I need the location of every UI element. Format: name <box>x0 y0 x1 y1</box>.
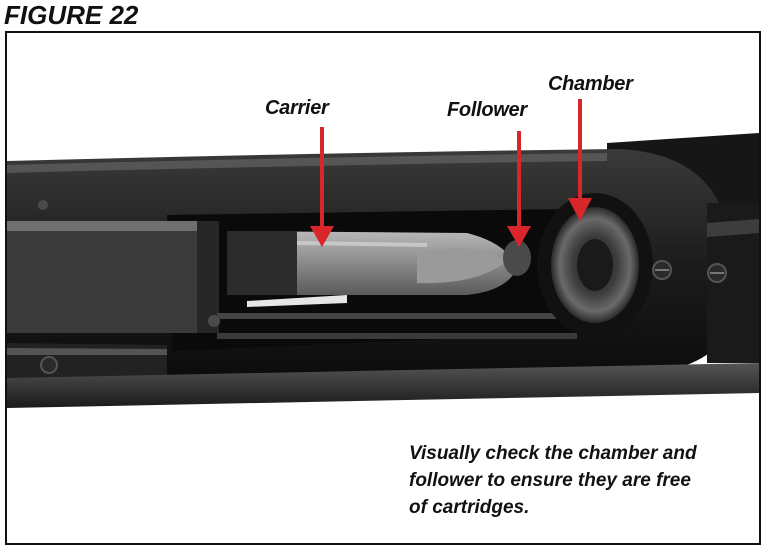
highlight <box>247 295 347 307</box>
arrow-carrier <box>310 127 334 247</box>
instruction-caption: Visually check the chamber and follower … <box>409 440 729 521</box>
callout-follower: Follower <box>447 99 527 121</box>
bottom-rim <box>7 363 759 408</box>
arrow-chamber <box>568 99 592 221</box>
left-tube <box>7 221 217 333</box>
callout-carrier: Carrier <box>265 97 329 119</box>
caption-line-3: of cartridges. <box>409 497 530 518</box>
barrel-right <box>707 203 759 363</box>
callout-arrows <box>310 99 592 247</box>
figure-frame: Carrier Follower Chamber Visually check … <box>5 31 761 545</box>
caption-line-1: Visually check the chamber and <box>409 443 697 464</box>
rifle-receiver-photo <box>7 133 759 408</box>
callout-chamber: Chamber <box>548 73 633 95</box>
arrow-follower <box>507 131 531 247</box>
figure-title: FIGURE 22 <box>4 0 139 30</box>
screw-3 <box>40 356 58 374</box>
follower-part <box>503 240 531 276</box>
caption-line-2: follower to ensure they are free <box>409 470 691 491</box>
